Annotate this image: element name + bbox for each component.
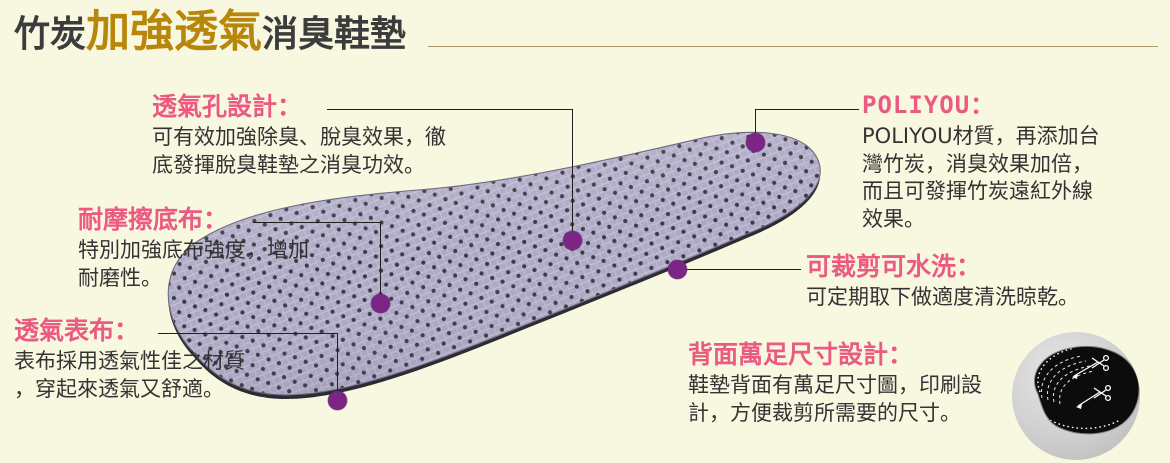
- title-part-1: 竹炭: [14, 14, 87, 55]
- callout-cut-wash-heading: 可裁剪可水洗：: [806, 252, 982, 281]
- leader-line-breathable-h: [158, 333, 338, 334]
- leader-line-abrasion-v: [380, 222, 381, 296]
- callout-breathable-top-heading: 透氣表布：: [14, 316, 140, 345]
- callout-poliyou: POLIYOU： POLIYOU材質，再添加台 灣竹炭，消臭效果加倍， 而且可發…: [862, 91, 1100, 234]
- callout-size-chart-heading: 背面萬足尺寸設計：: [688, 340, 914, 369]
- leader-line-poliyou-v: [755, 109, 756, 144]
- title-part-2: 加強透氣: [86, 6, 263, 57]
- callout-dot-poliyou[interactable]: [746, 133, 765, 152]
- callout-dot-breathable-top[interactable]: [328, 391, 347, 410]
- callout-poliyou-body: POLIYOU材質，再添加台 灣竹炭，消臭效果加倍， 而且可發揮竹炭遠紅外線 效…: [862, 123, 1100, 231]
- leader-line-abrasion-h: [253, 222, 381, 223]
- insole-outline: [167, 131, 821, 396]
- inset-insole-outline: [1034, 346, 1140, 435]
- callout-abrasion-bottom-heading: 耐摩擦底布：: [78, 205, 229, 234]
- callout-dot-vent-holes[interactable]: [563, 231, 582, 250]
- callout-abrasion-bottom: 耐摩擦底布： 特別加強底布強度，增加 耐磨性。: [78, 205, 309, 292]
- callout-size-chart: 背面萬足尺寸設計： 鞋墊背面有萬足尺寸圖，印刷設 計，方便裁剪所需要的尺寸。: [688, 340, 982, 427]
- insole-back-inset: [1012, 332, 1140, 460]
- callout-size-chart-body: 鞋墊背面有萬足尺寸圖，印刷設 計，方便裁剪所需要的尺寸。: [688, 373, 982, 425]
- leader-line-poliyou-h: [755, 109, 859, 110]
- callout-breathable-top: 透氣表布： 表布採用透氣性佳之材質 ，穿起來透氣又舒適。: [14, 316, 245, 403]
- title-part-3: 消臭鞋墊: [262, 14, 407, 55]
- callout-cut-wash: 可裁剪可水洗： 可定期取下做適度清洗晾乾。: [806, 252, 1079, 312]
- callout-dot-abrasion-bottom[interactable]: [371, 294, 390, 313]
- leader-line-vent-holes-v: [572, 109, 573, 241]
- callout-vent-holes-body: 可有效加強除臭、脫臭效果，徹 底發揮脫臭鞋墊之消臭功效。: [152, 125, 446, 177]
- callout-breathable-top-body: 表布採用透氣性佳之材質 ，穿起來透氣又舒適。: [14, 349, 245, 401]
- page-title: 竹炭加強透氣消臭鞋墊: [14, 10, 406, 54]
- callout-abrasion-bottom-body: 特別加強底布強度，增加 耐磨性。: [78, 238, 309, 290]
- callout-cut-wash-body: 可定期取下做適度清洗晾乾。: [806, 285, 1079, 309]
- callout-dot-cut-wash[interactable]: [668, 260, 687, 279]
- inset-size-markings: [1037, 347, 1121, 430]
- leader-line-breathable-v: [337, 333, 338, 393]
- leader-line-cut-wash-h: [686, 269, 801, 270]
- callout-poliyou-heading: POLIYOU：: [862, 91, 996, 119]
- title-divider: [428, 46, 1158, 47]
- callout-vent-holes: 透氣孔設計： 可有效加強除臭、脫臭效果，徹 底發揮脫臭鞋墊之消臭功效。: [152, 92, 446, 179]
- callout-vent-holes-heading: 透氣孔設計：: [152, 92, 303, 121]
- leader-line-vent-holes-h: [327, 109, 573, 110]
- inset-insole-body: [1034, 346, 1140, 434]
